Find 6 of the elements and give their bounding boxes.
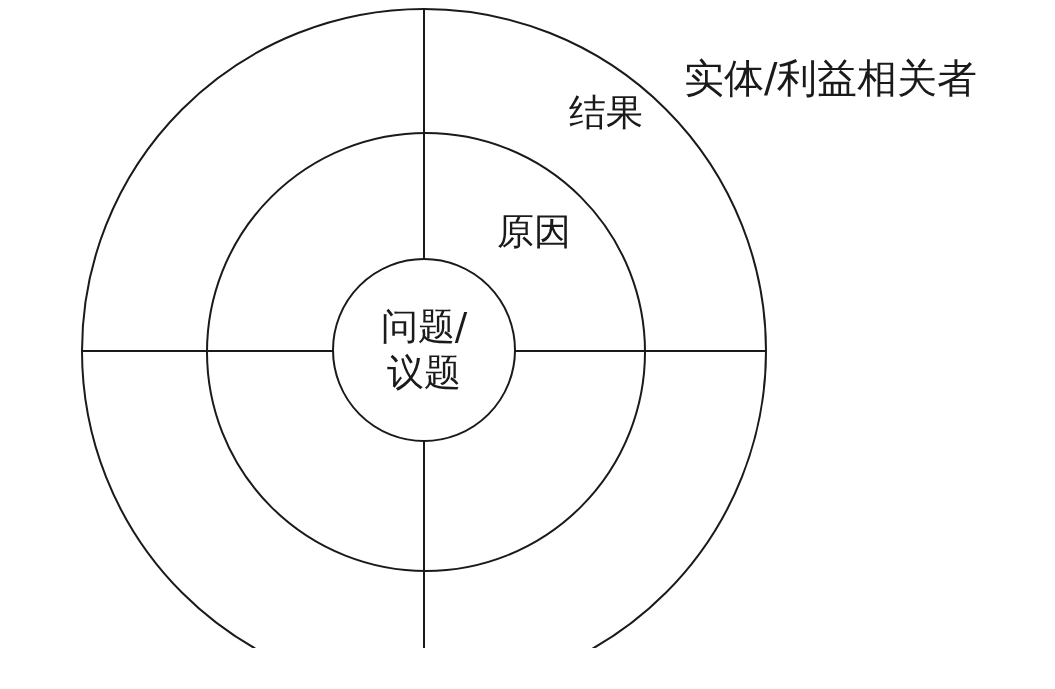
middle-circle: [206, 132, 646, 572]
ring-label: 原因: [497, 213, 571, 250]
center-label: 问题/议题: [379, 303, 469, 396]
outer-label: 实体/利益相关者: [684, 58, 978, 98]
ring-label: 结果: [569, 94, 643, 131]
inner-circle: [332, 258, 516, 442]
